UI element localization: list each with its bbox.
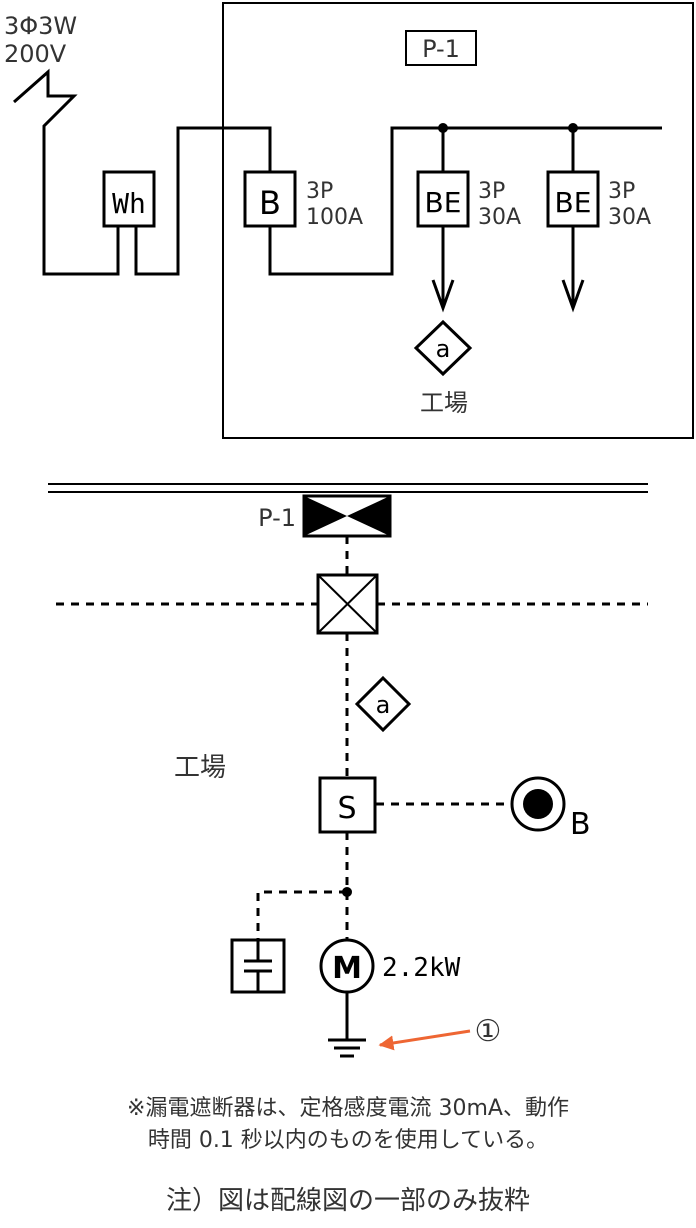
layout-plan: P-1 a 工場 xyxy=(48,483,648,1058)
branch-breaker-1: BE xyxy=(416,170,470,228)
wire-junction-to-capacitor xyxy=(256,890,347,940)
junction-box-symbol xyxy=(316,573,379,635)
branch-2-arrow-head xyxy=(561,279,585,313)
plan-panel-label: P-1 xyxy=(258,504,296,532)
plan-circuit-marker-label: a xyxy=(376,691,391,719)
branch-1-arrow-head xyxy=(431,279,455,313)
main-to-bus-line xyxy=(268,126,662,276)
motor-symbol: M xyxy=(319,938,375,994)
capacitor-symbol xyxy=(230,938,286,994)
branch-breaker-1-poles: 3P xyxy=(478,179,505,204)
plan-circuit-marker-diamond: a xyxy=(354,675,412,733)
supply-type-label: 3Φ3W xyxy=(4,12,77,40)
panel-board-outline xyxy=(222,2,694,439)
plan-area-label: 工場 xyxy=(174,753,226,783)
main-breaker-poles: 3P xyxy=(306,179,333,204)
main-breaker: B xyxy=(243,170,297,228)
leakage-breaker-note-line-1: ※漏電遮断器は、定格感度電流 30mA、動作 xyxy=(127,1096,569,1121)
main-breaker-current: 100A xyxy=(306,205,363,230)
callout-number: ① xyxy=(475,1014,502,1049)
panel-board-symbol xyxy=(302,494,392,538)
ground-symbol xyxy=(328,992,366,1058)
motor-label: M xyxy=(332,951,362,986)
circuit-marker-diamond: a xyxy=(413,319,473,377)
incoming-feed-break-symbol xyxy=(13,68,120,276)
circuit-marker-label: a xyxy=(436,335,451,363)
callout-arrow xyxy=(378,1029,471,1051)
meter-output-line xyxy=(134,126,272,276)
leakage-breaker-note-line-2: 時間 0.1 秒以内のものを使用している。 xyxy=(147,1128,549,1153)
single-line-diagram: 3Φ3W 200V Wh P-1 B 3P 100A BE xyxy=(4,2,694,439)
wiring-junction-dot xyxy=(342,887,352,897)
switch-symbol: S xyxy=(318,776,377,834)
branch-breaker-2-poles: 3P xyxy=(608,179,635,204)
branch-breaker-1-label: BE xyxy=(425,186,462,219)
supply-voltage-label: 200V xyxy=(4,40,67,68)
pushbutton-label: B xyxy=(570,807,591,842)
pushbutton-symbol xyxy=(510,776,566,832)
branch-breaker-1-current: 30A xyxy=(478,205,521,230)
branch-breaker-2: BE xyxy=(546,170,600,228)
panel-label-box: P-1 xyxy=(405,30,477,66)
switch-label: S xyxy=(337,791,356,826)
main-breaker-label: B xyxy=(259,184,281,222)
panel-label: P-1 xyxy=(422,35,460,63)
watt-hour-meter: Wh xyxy=(102,170,156,228)
diagram-excerpt-footnote: 注）図は配線図の一部のみ抜粋 xyxy=(165,1186,530,1216)
branch-breaker-2-label: BE xyxy=(555,186,592,219)
branch-breaker-2-current: 30A xyxy=(608,205,651,230)
motor-rating: 2.2kW xyxy=(382,953,461,983)
meter-label: Wh xyxy=(112,187,146,220)
branch-area-label: 工場 xyxy=(420,389,468,417)
